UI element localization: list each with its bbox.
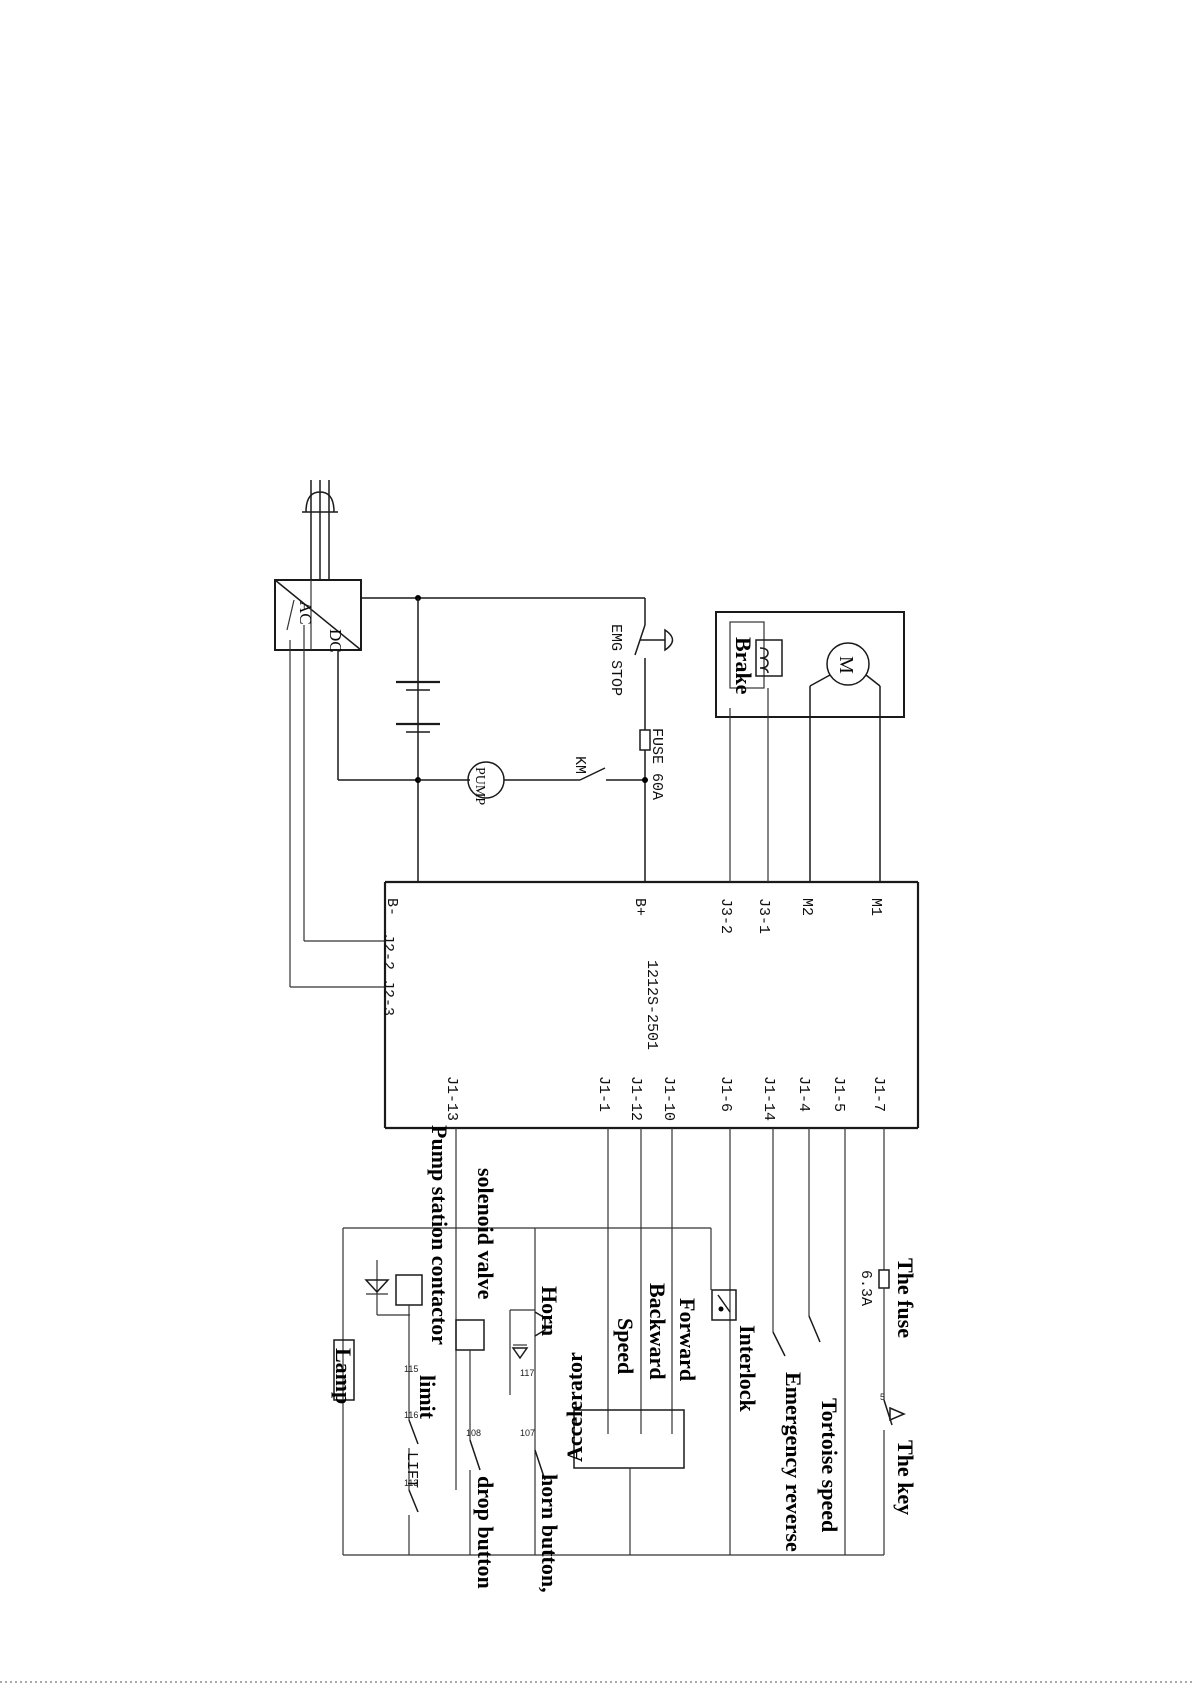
svg-text:113: 113 — [404, 1478, 418, 1488]
terminal-j3-2: J3-2 — [717, 898, 734, 934]
emergency-reverse-switch — [772, 1331, 786, 1357]
accelerator-label: Accelerator — [562, 1352, 587, 1462]
terminal-b-minus: B- — [383, 898, 400, 916]
converter-ac-label: AC — [296, 601, 315, 625]
converter-dc-label: DC — [326, 629, 345, 653]
svg-text:115: 115 — [404, 1364, 418, 1374]
solenoid-valve — [455, 1319, 485, 1555]
pump-motor: PUMP — [418, 761, 560, 805]
terminal-j1-7: J1-7 — [870, 1076, 887, 1112]
controller-model: 1212S-2501 — [643, 960, 660, 1050]
battery — [396, 680, 440, 733]
interlock-switch — [711, 1289, 737, 1321]
horn — [509, 1228, 546, 1555]
svg-text:108: 108 — [466, 1428, 481, 1438]
terminal-j1-10: J1-10 — [660, 1076, 677, 1121]
pump-label: PUMP — [472, 767, 487, 805]
terminal-j1-6: J1-6 — [717, 1076, 734, 1112]
the-key-label: The key — [893, 1440, 918, 1515]
terminal-b-plus: B+ — [631, 898, 648, 916]
pump-contactor — [364, 1260, 423, 1555]
emg-stop-label: EMG STOP — [607, 624, 624, 696]
key-switch — [883, 1399, 906, 1555]
small-fuse-label: 6.3A — [857, 1270, 874, 1306]
controller: 1212S-2501 — [383, 880, 920, 1130]
main-fuse: FUSE 60A — [639, 728, 665, 800]
terminal-j1-4: J1-4 — [795, 1076, 812, 1112]
terminal-j1-12: J1-12 — [627, 1076, 644, 1121]
terminal-m2: M2 — [798, 898, 815, 916]
the-fuse-label: The fuse — [893, 1258, 918, 1338]
terminal-j1-14: J1-14 — [760, 1076, 777, 1121]
forward-label: Forward — [675, 1298, 700, 1381]
ac-dc-converter: AC DC — [274, 579, 362, 653]
terminal-j2-2: J2-2 — [379, 934, 396, 970]
terminal-j1-13: J1-13 — [443, 1076, 460, 1121]
emg-stop-switch: EMG STOP — [607, 624, 674, 696]
interlock-label: Interlock — [735, 1325, 760, 1413]
tortoise-speed-label: Tortoise speed — [817, 1398, 842, 1532]
terminal-j3-1: J3-1 — [755, 898, 772, 934]
svg-text:117: 117 — [520, 1368, 534, 1378]
brake-label: Brake — [731, 637, 756, 695]
drop-button-label: drop button — [473, 1476, 498, 1589]
limit-label: limit — [415, 1375, 440, 1420]
tortoise-speed-switch — [808, 1315, 821, 1343]
motor-label: M — [835, 656, 857, 674]
terminal-j1-5: J1-5 — [830, 1076, 847, 1112]
terminal-m1: M1 — [867, 898, 884, 916]
accelerator: Accelerator — [562, 1352, 685, 1469]
km-contact: KM — [560, 756, 645, 781]
lamp-label: Lamp — [331, 1348, 356, 1404]
solenoid-valve-label: solenoid valve — [473, 1168, 498, 1300]
lamp: Lamp — [331, 1339, 356, 1404]
lift-label: LIFT — [403, 1452, 420, 1488]
terminal-j1-1: J1-1 — [595, 1076, 612, 1112]
mains-plug — [302, 480, 338, 580]
terminal-j2-3: J2-3 — [379, 980, 396, 1016]
emergency-reverse-label: Emergency reverse — [781, 1372, 806, 1552]
horn-button-label: horn button, — [537, 1474, 562, 1593]
svg-text:116: 116 — [404, 1410, 418, 1420]
pump-station-contactor-label: Pump station contactor — [427, 1125, 452, 1345]
svg-text:107: 107 — [520, 1428, 535, 1438]
svg-text:5: 5 — [880, 1392, 885, 1402]
main-fuse-label: FUSE 60A — [648, 728, 665, 800]
horn-label: Horn — [537, 1286, 562, 1336]
backward-label: Backward — [645, 1283, 670, 1380]
km-label: KM — [571, 756, 588, 774]
speed-label: Speed — [613, 1318, 638, 1374]
